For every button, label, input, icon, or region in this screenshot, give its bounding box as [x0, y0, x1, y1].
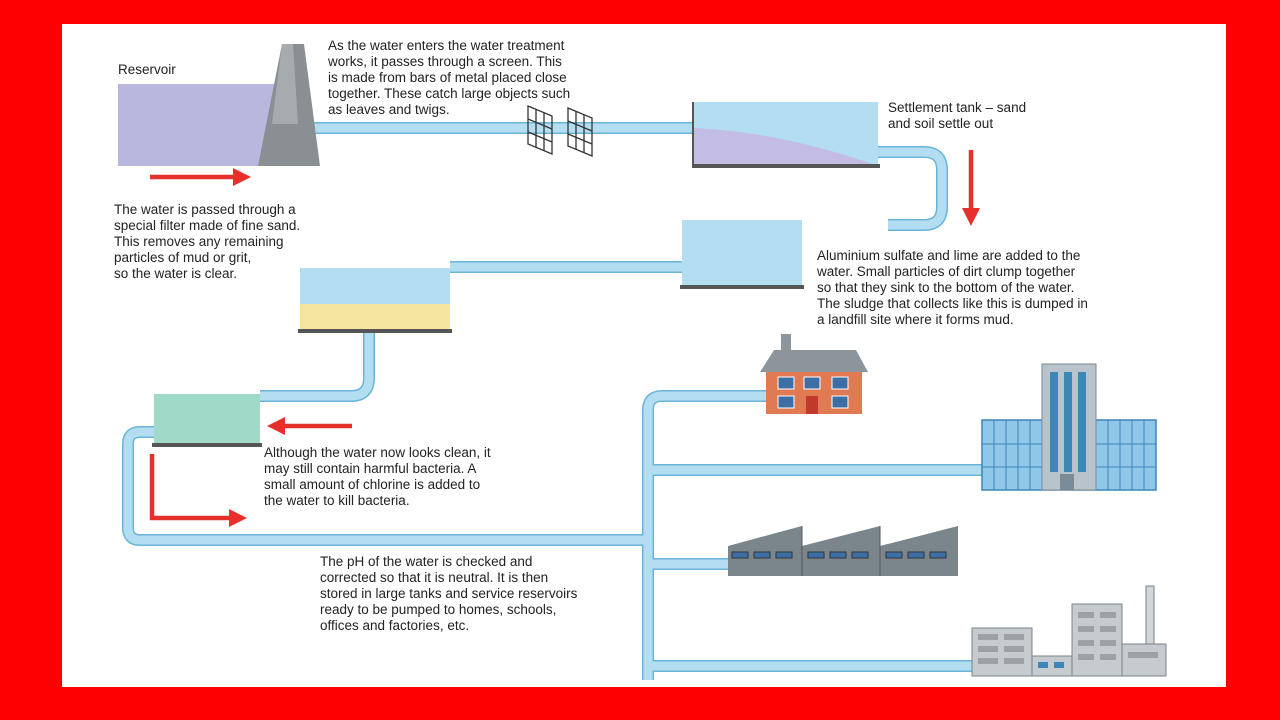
sand-filter-caption: The water is passed through a special fi… — [114, 202, 301, 281]
water-treatment-diagram — [118, 44, 1167, 680]
diagram-panel: Reservoir As the water enters the water … — [62, 24, 1226, 687]
reservoir-label: Reservoir — [118, 62, 176, 77]
settlement-tank — [692, 102, 880, 168]
pipe-network — [122, 122, 985, 680]
office-building-icon — [981, 363, 1157, 491]
factory-icon — [728, 526, 958, 576]
city-buildings-icon — [971, 585, 1167, 677]
screen-grid-icon — [527, 105, 593, 157]
dam-icon — [258, 44, 320, 166]
chlorine-tank — [152, 394, 262, 447]
sand-filter-tank — [298, 268, 452, 333]
coagulation-caption: Aluminium sulfate and lime are added to … — [817, 248, 1088, 327]
flow-arrow-icon — [149, 150, 980, 527]
settlement-tank-caption: Settlement tank – sand and soil settle o… — [888, 100, 1027, 131]
ph-caption: The pH of the water is checked and corre… — [320, 554, 578, 633]
chlorine-caption: Although the water now looks clean, it m… — [264, 445, 491, 508]
coagulation-tank — [680, 220, 804, 289]
reservoir-water — [118, 84, 274, 166]
house-icon — [760, 334, 868, 414]
screen-caption: As the water enters the water treatment … — [328, 38, 571, 117]
